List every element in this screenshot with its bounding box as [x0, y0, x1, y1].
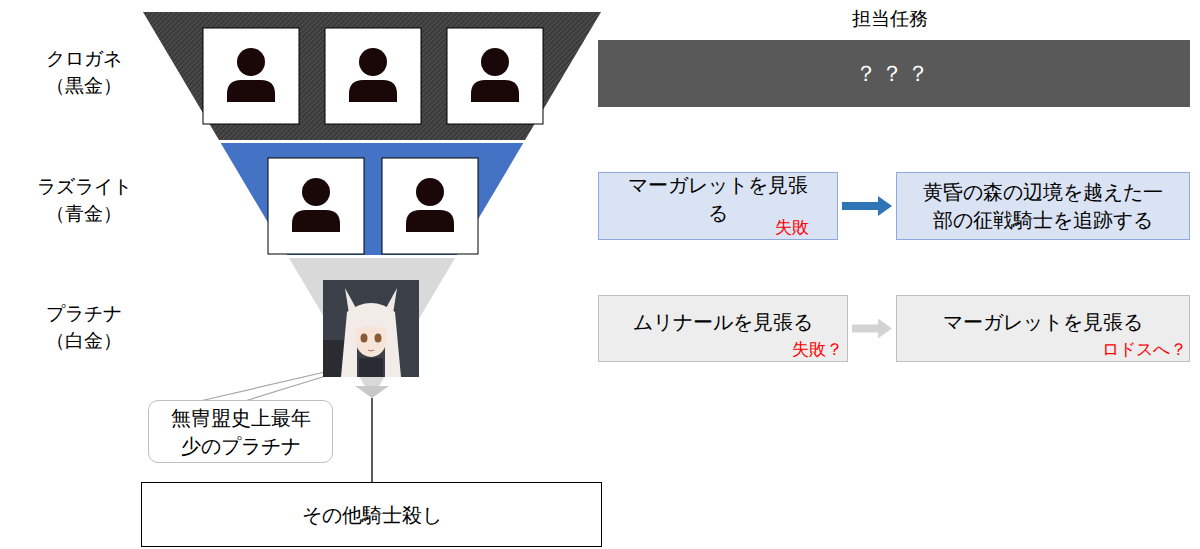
portrait: [323, 280, 419, 377]
leader-line: [200, 369, 338, 401]
status-note: 失敗: [775, 217, 809, 237]
rank-label: プラチナ （白金）: [28, 300, 140, 354]
band-fill: [221, 143, 524, 255]
task-box: 黄昏の森の辺境を越えた一 部の征戦騎士を追跡する: [896, 172, 1190, 240]
rank-label: クロガネ （黒金）: [28, 45, 140, 99]
task-text: マーガレットを見張る: [943, 308, 1143, 336]
task-box: ムリナールを見張る失敗？: [598, 295, 848, 362]
bottom-box: その他騎士殺し: [141, 482, 602, 547]
person-icon: [382, 158, 478, 254]
connector: [371, 398, 372, 482]
task-text: 無冑盟史上最年 少のプラチナ: [166, 404, 315, 460]
person-icon: [447, 28, 543, 124]
column-heading: 担当任務: [790, 6, 990, 32]
task-box: マーガレットを見張るロドスへ？: [896, 295, 1190, 362]
connector: [852, 325, 878, 333]
connector: [842, 202, 878, 210]
band-fill: [143, 12, 601, 140]
task-text: 黄昏の森の辺境を越えた一 部の征戦騎士を追跡する: [919, 178, 1167, 234]
person-icon: [203, 28, 299, 124]
task-bar: ？？？: [598, 40, 1190, 107]
band-tip: [355, 386, 389, 398]
callout-box: 無冑盟史上最年 少のプラチナ: [148, 400, 333, 463]
status-note: ロドスへ？: [1102, 339, 1187, 359]
task-text: ？？？: [855, 59, 933, 89]
status-note: 失敗？: [792, 339, 843, 359]
task-text: ムリナールを見張る: [633, 308, 813, 336]
person-icon: [268, 158, 364, 254]
task-text: その他騎士殺し: [302, 501, 442, 529]
band-fill: [289, 258, 455, 398]
task-box: マーガレットを見張る失敗: [598, 172, 838, 240]
person-icon: [325, 28, 421, 124]
rank-label: ラズライト （青金）: [28, 173, 140, 227]
